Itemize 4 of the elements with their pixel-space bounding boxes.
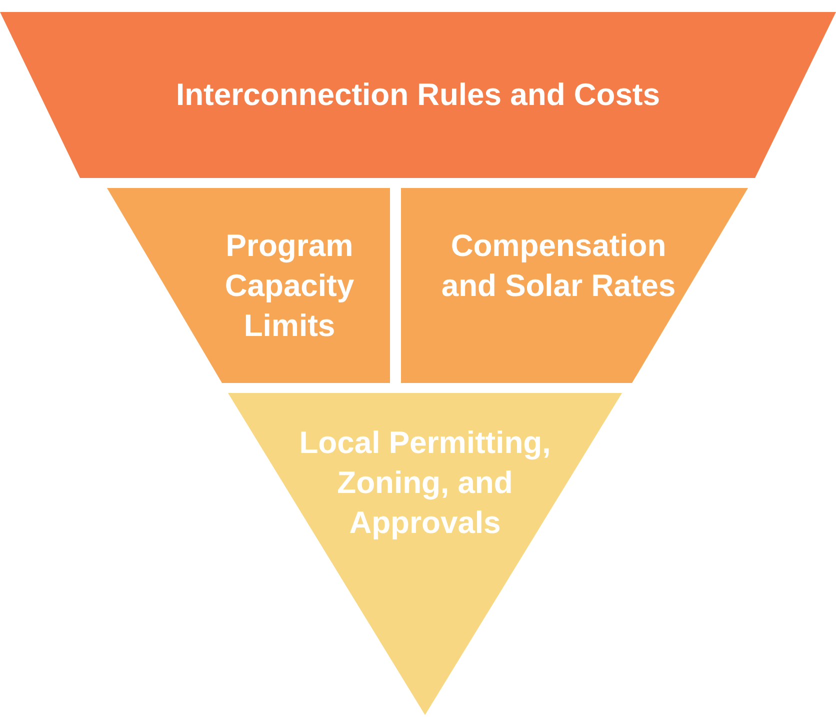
band-label: Compensation and Solar Rates: [441, 227, 676, 305]
band-label: Program Capacity Limits: [224, 227, 356, 345]
band-label: Local Permitting, Zoning, and Approvals: [298, 424, 552, 542]
band-label: Interconnection Rules and Costs: [174, 76, 661, 114]
